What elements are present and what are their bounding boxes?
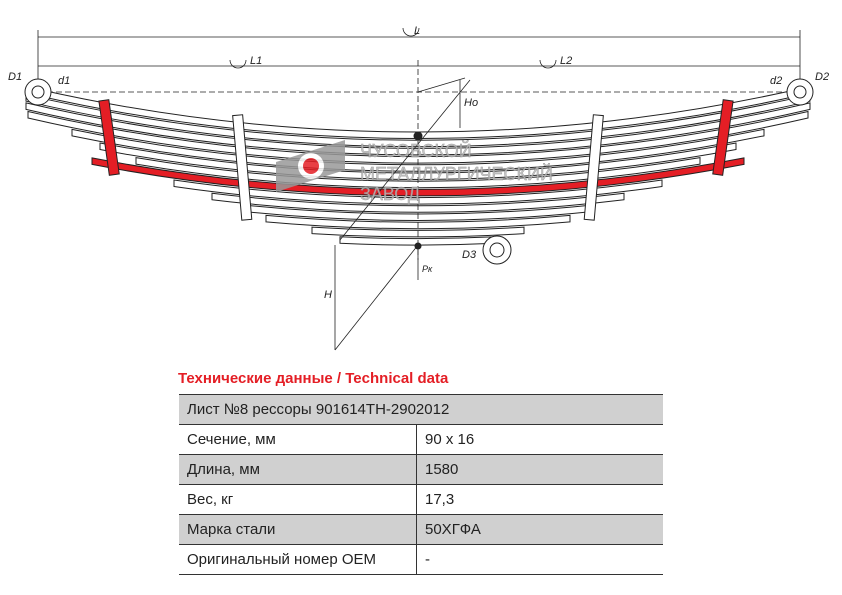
spring-leaf-10 <box>211 192 625 213</box>
watermark-line2: МЕТАЛЛУРГИЧЕСКИЙ <box>360 163 553 184</box>
spec-title: Технические данные / Technical data <box>178 370 449 387</box>
table-row: Оригинальный номер OEM- <box>179 544 663 575</box>
spring-leaf-4 <box>27 110 809 164</box>
spec-table: Лист №8 рессоры 901614ТН-2902012 Сечение… <box>179 394 663 575</box>
dim-Ho: Ho <box>464 97 478 109</box>
watermark-line1: ЧУСОВСКОЙ <box>360 140 472 161</box>
dim-Pk: Рк <box>422 264 433 274</box>
dim-D1: D1 <box>8 71 22 83</box>
row-label: Длина, мм <box>179 454 417 485</box>
dim-L1: L1 <box>250 55 262 67</box>
row-value: - <box>416 544 663 575</box>
row-label: Сечение, мм <box>179 424 417 455</box>
dim-L: L <box>414 25 420 37</box>
dim-H: H <box>324 289 332 301</box>
leaf-spring-drawing: L L1 L2 D1 d1 D2 d2 Ho H D3 Рк ЧУСОВСКОЙ… <box>8 25 829 351</box>
row-value: 90 х 16 <box>416 424 663 455</box>
dim-L2: L2 <box>560 55 572 67</box>
spring-leaf-8 <box>91 157 745 197</box>
dim-d2: d2 <box>770 75 782 87</box>
row-label: Вес, кг <box>179 484 417 515</box>
row-value: 50ХГФА <box>416 514 663 545</box>
spring-eyes <box>24 78 814 265</box>
row-value: 17,3 <box>416 484 663 515</box>
watermark-line3: ЗАВОД <box>360 184 420 204</box>
dim-D3: D3 <box>462 249 477 261</box>
dim-D2: D2 <box>815 71 829 83</box>
dimension-lines <box>37 27 801 351</box>
row-label: Оригинальный номер OEM <box>179 544 417 575</box>
clamps <box>98 99 734 250</box>
spring-leaf-2 <box>25 94 811 148</box>
table-header-row: Лист №8 рессоры 901614ТН-2902012 <box>179 394 663 425</box>
row-value: 1580 <box>416 454 663 485</box>
spring-leaf-3 <box>25 102 811 156</box>
row-label: Марка стали <box>179 514 417 545</box>
spec-header: Лист №8 рессоры 901614ТН-2902012 <box>179 394 663 425</box>
watermark-logo: ЧУСОВСКОЙ МЕТАЛЛУРГИЧЕСКИЙ ЗАВОД <box>276 140 553 204</box>
spring-leaf-9 <box>173 179 663 205</box>
dim-d1: d1 <box>58 75 70 87</box>
